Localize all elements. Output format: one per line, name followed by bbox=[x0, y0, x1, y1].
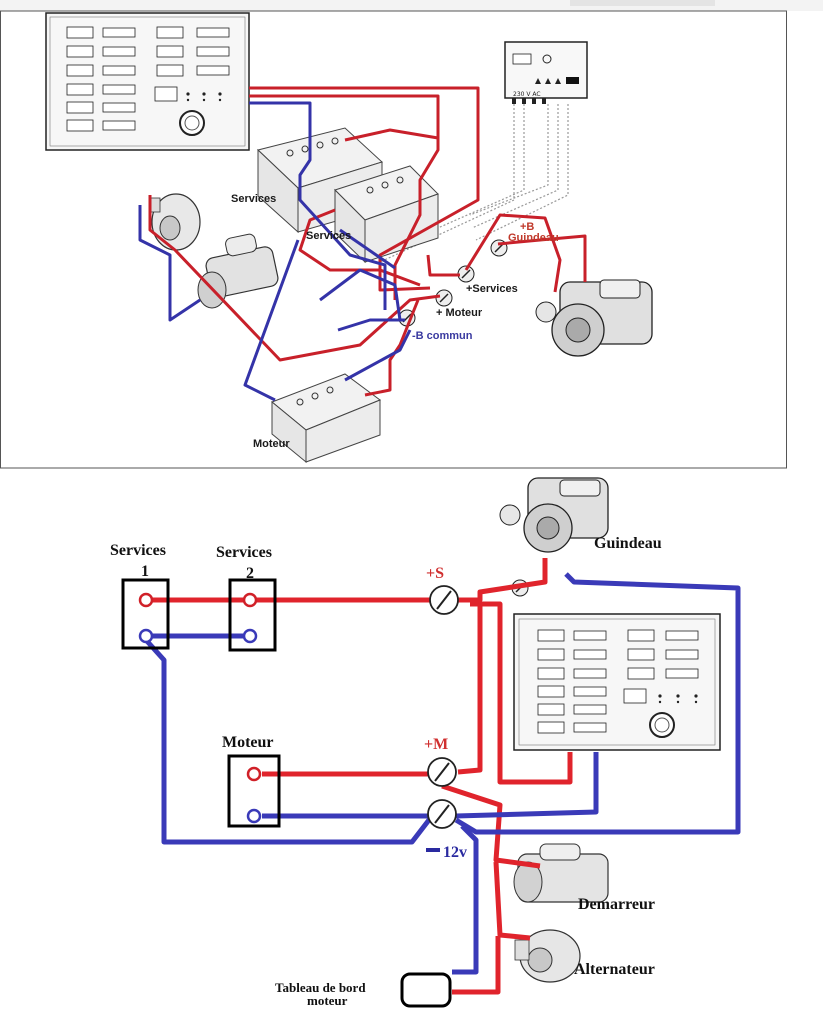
battery-services-1 bbox=[121, 578, 170, 650]
top-label-plus-moteur: + Moteur bbox=[436, 307, 483, 319]
top-label-moteur: Moteur bbox=[253, 438, 290, 450]
battery-moteur bbox=[227, 754, 281, 828]
top-label-services-2: Services bbox=[306, 230, 351, 242]
negative-wires bbox=[144, 572, 741, 975]
top-charger: 230 V AC bbox=[504, 41, 588, 104]
bottom-breaker-panel bbox=[513, 613, 721, 751]
charger-voltage-text: 230 V AC bbox=[513, 91, 541, 98]
label-services-2: Services bbox=[216, 544, 272, 561]
switch-plus-s bbox=[429, 585, 459, 615]
bottom-alternator bbox=[514, 929, 581, 983]
top-label-minus-b-commun: -B commun bbox=[412, 330, 473, 342]
label-guindeau: Guindeau bbox=[594, 535, 662, 552]
minus-sign bbox=[426, 848, 440, 852]
label-services-2-num: 2 bbox=[246, 565, 254, 582]
top-battery-moteur bbox=[271, 373, 382, 464]
label-services-1-num: 1 bbox=[141, 563, 149, 580]
top-negative-wires bbox=[138, 101, 412, 402]
label-minus-12v: 12v bbox=[443, 844, 467, 861]
browser-toolbar bbox=[0, 0, 823, 11]
top-breaker-panel bbox=[45, 12, 250, 151]
bottom-schematic: Services 1 Services 2 Moteur +S +M 12v G… bbox=[110, 477, 741, 1008]
top-label-guindeau: Guindeau bbox=[508, 232, 559, 244]
positive-wires bbox=[146, 558, 573, 995]
battery-services-2 bbox=[228, 578, 277, 652]
top-positive-wires bbox=[148, 86, 587, 397]
top-label-services-1: Services bbox=[231, 193, 276, 205]
top-illustration: 230 V AC bbox=[0, 0, 823, 469]
engine-dashboard-box bbox=[400, 972, 452, 1008]
label-tableau-line1: Tableau de bord bbox=[275, 980, 366, 995]
label-tableau-line2: moteur bbox=[307, 993, 348, 1008]
label-plus-s: +S bbox=[426, 565, 444, 582]
switch-minus-12v bbox=[427, 799, 457, 829]
label-services-1: Services bbox=[110, 542, 166, 559]
bottom-starter bbox=[513, 843, 609, 903]
top-windlass bbox=[535, 279, 653, 357]
switch-plus-m bbox=[427, 757, 457, 787]
top-label-plus-services: +Services bbox=[466, 283, 518, 295]
label-alternateur: Alternateur bbox=[574, 961, 655, 978]
top-label-plus-b: +B bbox=[520, 221, 534, 233]
bottom-windlass bbox=[499, 477, 609, 597]
toolbar-field bbox=[570, 0, 715, 6]
label-demarreur: Demarreur bbox=[578, 896, 655, 913]
label-moteur: Moteur bbox=[222, 734, 274, 751]
label-plus-m: +M bbox=[424, 736, 448, 753]
top-alternator bbox=[149, 193, 201, 251]
